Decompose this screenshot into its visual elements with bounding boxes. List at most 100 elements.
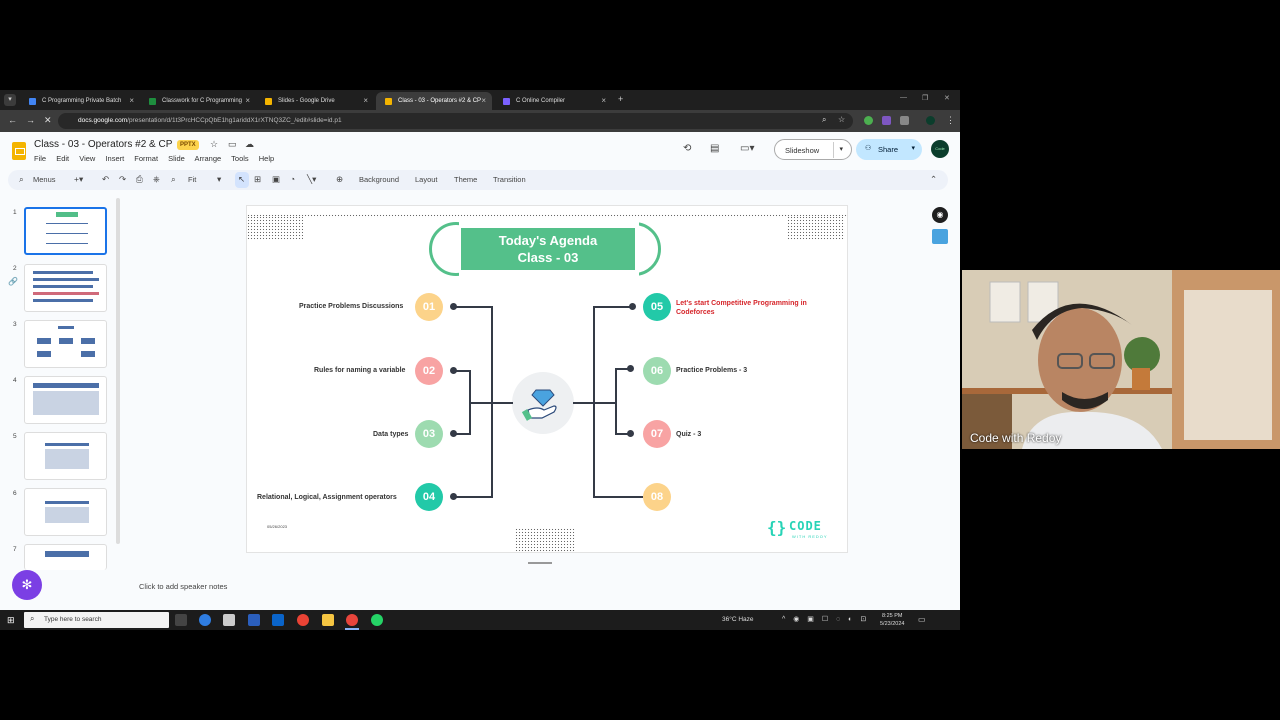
slideshow-button[interactable]: Slideshow ▾ (774, 139, 852, 160)
chrome-icon[interactable] (297, 614, 309, 626)
account-avatar[interactable]: Code (931, 140, 949, 158)
share-button[interactable]: ⚇ Share ▾ (856, 139, 922, 160)
zoom-icon[interactable]: ⌕ (822, 115, 827, 124)
task-view-icon[interactable] (175, 614, 187, 626)
star-icon[interactable]: ☆ (210, 139, 219, 149)
search-icon[interactable]: ⌕ (19, 174, 24, 184)
notification-icon[interactable]: ▭ (918, 615, 926, 624)
close-window-icon[interactable]: ✕ (944, 95, 950, 102)
slide-thumbnail-7[interactable] (24, 544, 107, 570)
transition-button[interactable]: Transition (493, 175, 526, 184)
menu-edit[interactable]: Edit (56, 154, 70, 163)
layout-button[interactable]: Layout (415, 175, 438, 184)
menus-search[interactable]: Menus (33, 175, 56, 184)
redo-icon[interactable]: ↷ (119, 174, 127, 184)
menu-view[interactable]: View (79, 154, 96, 163)
slide-thumbnail-4[interactable] (24, 376, 107, 424)
profile-icon[interactable] (926, 116, 935, 125)
line-icon[interactable]: ╲▾ (307, 174, 317, 184)
system-tray-icons[interactable]: ^ ◉ ▣ ☐ ◌ ◐ ⊡ (782, 616, 870, 623)
tab-c-programming-private-batch[interactable]: C Programming Private Batch × (20, 92, 140, 110)
minimize-icon[interactable]: — (900, 94, 907, 101)
theme-button[interactable]: Theme (454, 175, 478, 184)
back-arrow-icon[interactable]: ← (8, 115, 17, 125)
store-icon[interactable] (223, 614, 235, 626)
shape-icon[interactable]: ◔ (290, 174, 296, 184)
close-icon[interactable]: × (601, 96, 606, 105)
slide-thumbnail-1[interactable] (24, 207, 107, 255)
windows-start-icon[interactable]: ⊞ (7, 615, 15, 625)
slide-thumbnail-2[interactable] (24, 264, 107, 312)
maximize-icon[interactable]: ❐ (922, 95, 929, 102)
extensions-puzzle-icon[interactable] (900, 116, 909, 125)
assistant-sparkle-icon[interactable]: ✻ (12, 570, 42, 600)
zoom-icon[interactable]: ⌕ (171, 174, 176, 184)
filmstrip-scrollbar[interactable] (116, 198, 120, 544)
side-panel-icon[interactable] (932, 229, 948, 244)
meet-camera-icon[interactable]: ▭▾ (740, 143, 755, 154)
document-title[interactable]: Class - 03 - Operators #2 & CP (34, 139, 173, 150)
menu-format[interactable]: Format (134, 154, 159, 163)
new-slide-icon[interactable]: +▾ (74, 174, 84, 184)
close-icon[interactable]: × (363, 96, 368, 105)
collapse-toolbar-icon[interactable]: ⌃ (930, 174, 938, 184)
print-icon[interactable]: ⎙ (136, 174, 143, 184)
taskbar-search[interactable]: ⌕ Type here to search (24, 612, 169, 628)
agenda-item-label: Data types (373, 431, 409, 438)
chrome-active-icon[interactable] (346, 614, 358, 626)
menu-file[interactable]: File (34, 154, 47, 163)
select-cursor-icon[interactable]: ↖ (238, 174, 246, 184)
close-icon[interactable]: × (245, 96, 250, 105)
slide-thumbnail-3[interactable] (24, 320, 107, 368)
url-field[interactable]: docs.google.com/presentation/d/1t3PrcHCC… (58, 113, 853, 129)
textbox-icon[interactable]: ⊞ (254, 174, 262, 184)
cloud-status-icon[interactable]: ☁ (245, 139, 254, 149)
file-explorer-icon[interactable] (322, 614, 334, 626)
chevron-down-icon[interactable]: ▾ (839, 146, 843, 153)
slide-canvas[interactable]: Today's Agenda Class - 03 Practice Probl (247, 206, 847, 552)
word-icon[interactable] (248, 614, 260, 626)
whatsapp-icon[interactable] (371, 614, 383, 626)
outlook-icon[interactable] (272, 614, 284, 626)
close-icon[interactable]: × (129, 96, 134, 105)
tab-c-online-compiler[interactable]: C Online Compiler × (494, 92, 612, 110)
extension-icon[interactable] (864, 116, 873, 125)
paint-format-icon[interactable]: ⎈ (153, 174, 160, 184)
slide-thumbnail-6[interactable] (24, 488, 107, 536)
menu-slide[interactable]: Slide (168, 154, 185, 163)
speaker-notes[interactable]: Click to add speaker notes (126, 572, 954, 598)
tab-search-button[interactable]: ▾ (4, 94, 16, 106)
weather-widget[interactable]: 36°C Haze (722, 616, 754, 623)
slide-thumbnail-5[interactable] (24, 432, 107, 480)
undo-icon[interactable]: ↶ (102, 174, 110, 184)
tab-slides-google-drive[interactable]: Slides - Google Drive × (256, 92, 374, 110)
forward-arrow-icon[interactable]: → (26, 115, 35, 125)
new-tab-button[interactable]: + (618, 94, 624, 104)
edge-icon[interactable] (199, 614, 211, 626)
stop-loading-icon[interactable]: ✕ (44, 115, 52, 125)
zoom-select[interactable]: Fit (188, 175, 197, 184)
bookmark-star-icon[interactable]: ☆ (838, 115, 846, 124)
tab-class-03-operators[interactable]: Class - 03 - Operators #2 & CP × (376, 92, 492, 110)
close-icon[interactable]: × (481, 96, 486, 105)
comments-icon[interactable]: ▤ (710, 143, 720, 154)
extension-icon[interactable] (882, 116, 891, 125)
version-history-icon[interactable]: ⟲ (683, 143, 692, 154)
image-icon[interactable]: ▣ (272, 174, 281, 184)
chevron-down-icon[interactable]: ▾ (911, 145, 915, 152)
keep-bulb-icon[interactable]: ◉ (932, 207, 948, 223)
background-button[interactable]: Background (359, 175, 400, 184)
slides-logo-icon[interactable] (12, 142, 26, 160)
menu-arrange[interactable]: Arrange (194, 154, 222, 163)
tab-classwork-for-c-programming[interactable]: Classwork for C Programming × (140, 92, 256, 110)
clock[interactable]: 8:25 PM 5/23/2024 (880, 612, 904, 628)
chevron-down-icon[interactable]: ▾ (217, 174, 222, 184)
kebab-menu-icon[interactable]: ⋮ (946, 115, 955, 125)
menu-tools[interactable]: Tools (231, 154, 249, 163)
notes-resize-handle[interactable] (528, 562, 552, 564)
comment-add-icon[interactable]: ⊕ (336, 174, 344, 184)
menu-insert[interactable]: Insert (105, 154, 125, 163)
agenda-item-label: Relational, Logical, Assignment operator… (257, 494, 397, 501)
menu-help[interactable]: Help (258, 154, 275, 163)
move-folder-icon[interactable]: ▭ (228, 139, 237, 149)
